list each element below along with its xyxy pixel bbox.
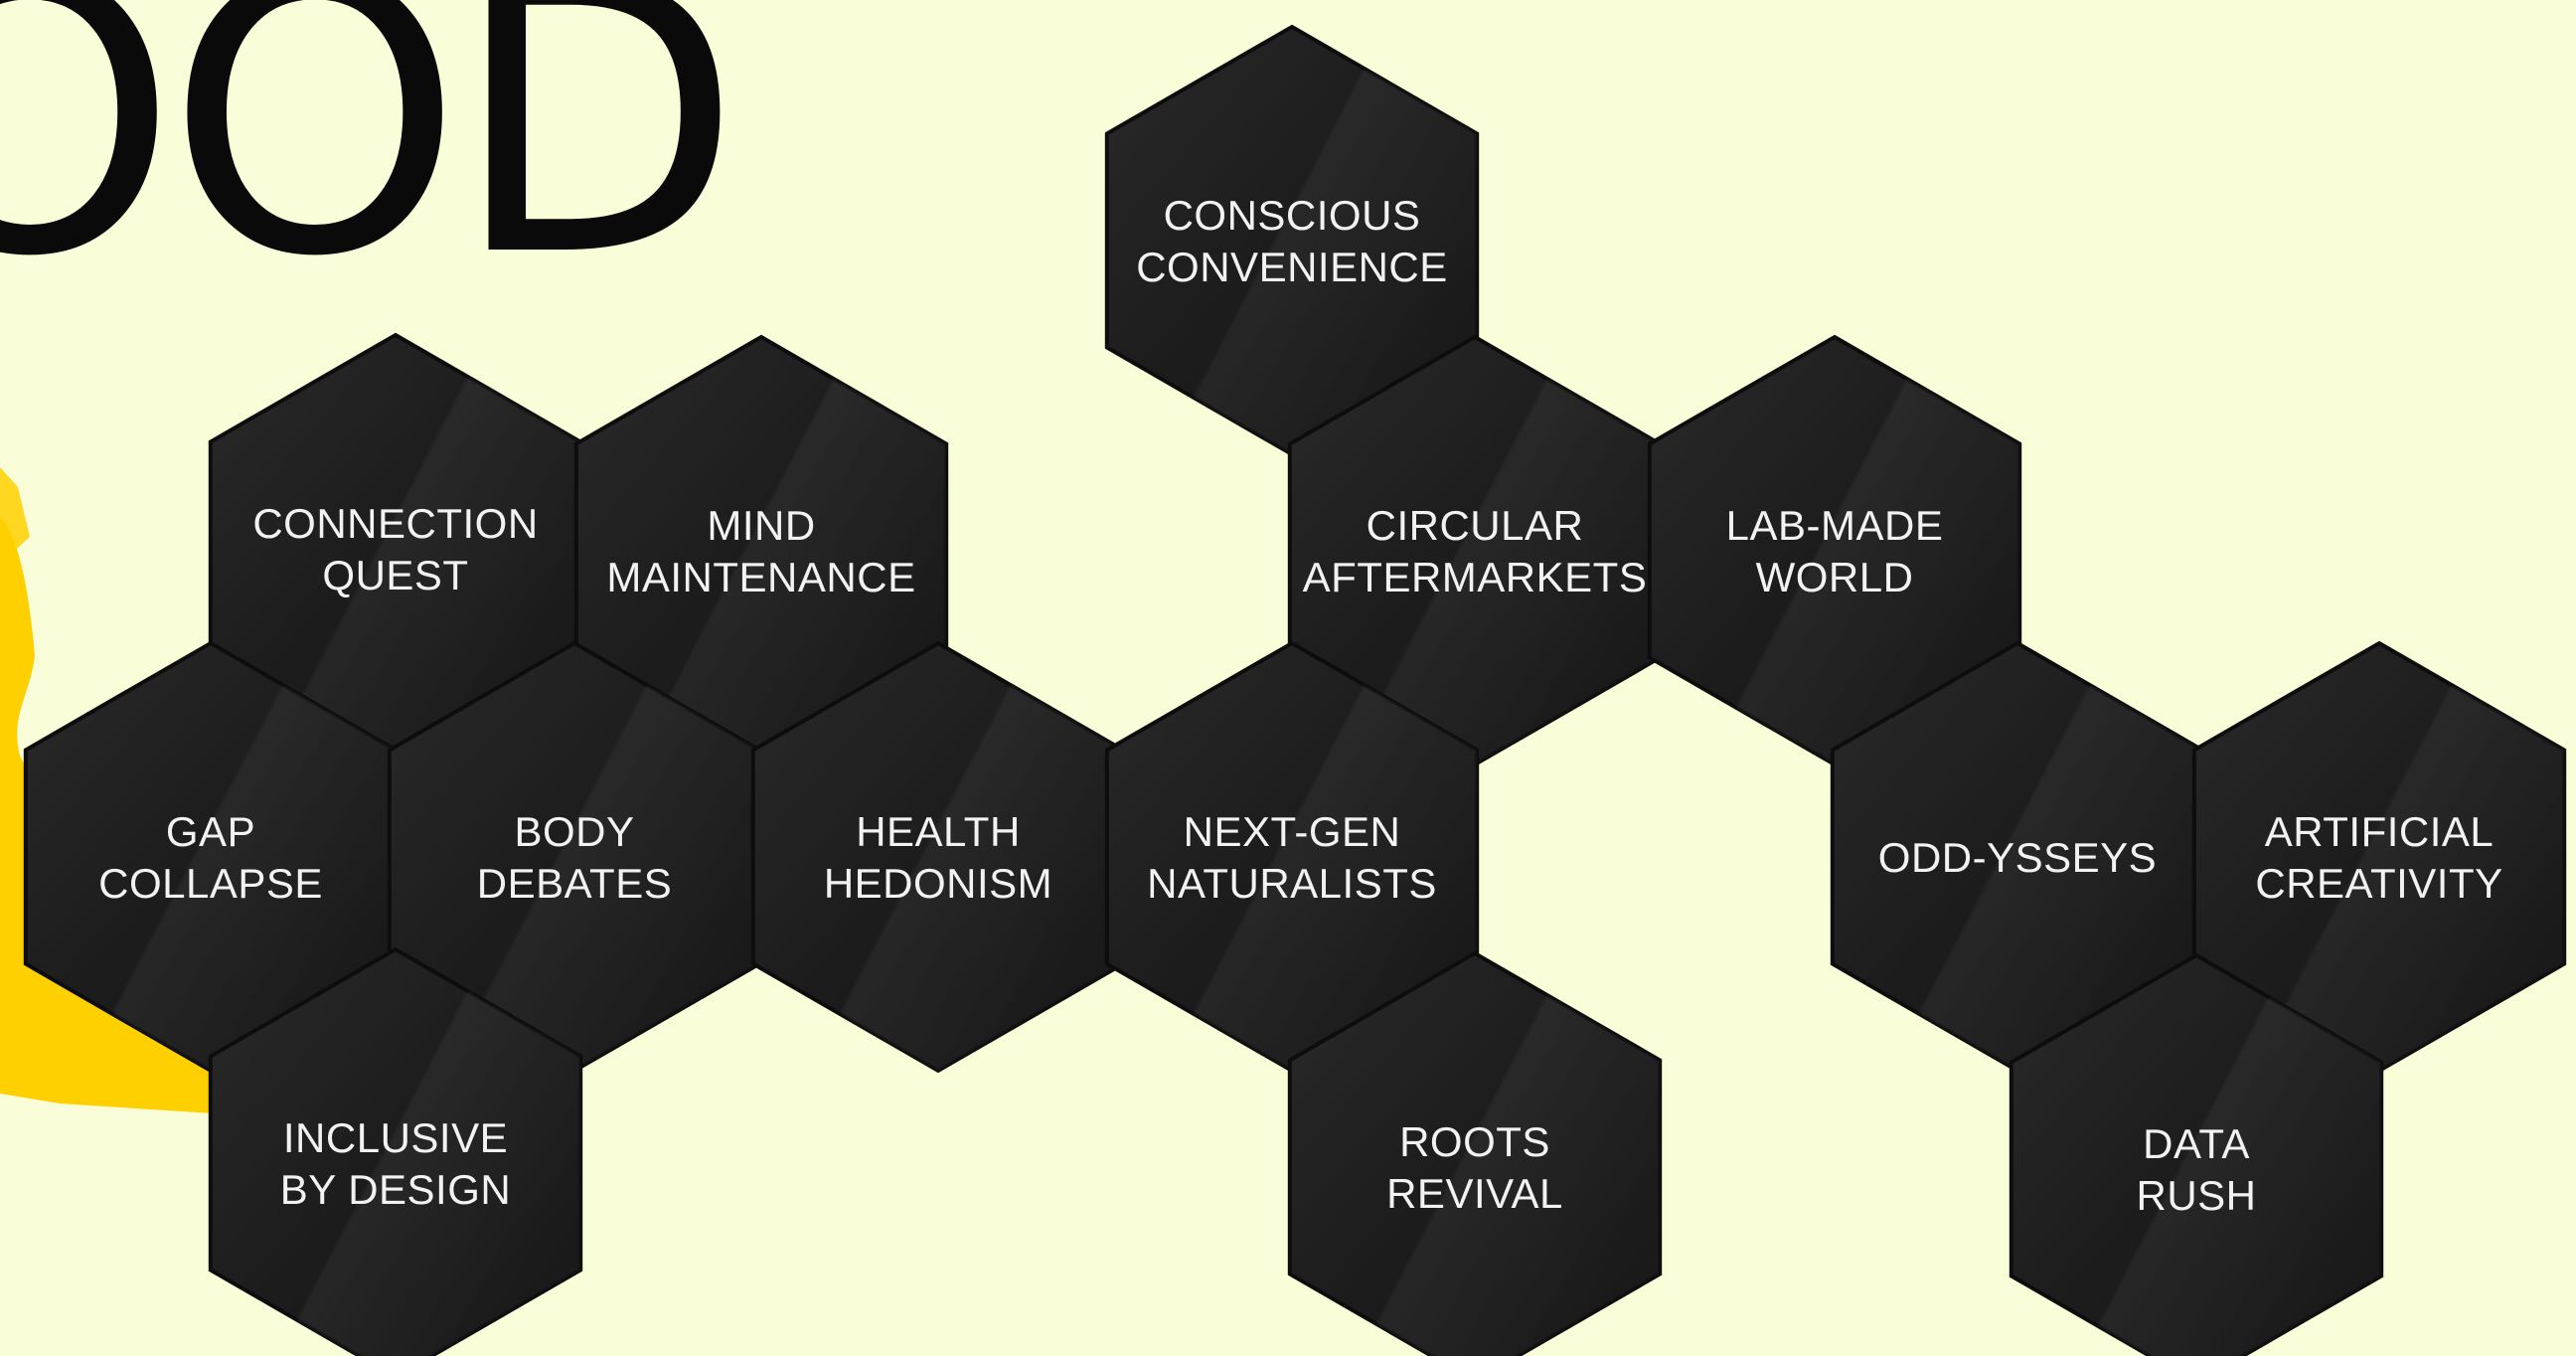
hexagon-sheen: [752, 643, 1124, 1071]
hexagon-gap-collapse: GAP COLLAPSE: [23, 640, 399, 1074]
hexagon-label-line: HEDONISM: [824, 860, 1052, 907]
hexagon-label-line: CIRCULAR: [1367, 502, 1584, 549]
hexagon-label-line: NEXT-GEN: [1184, 808, 1401, 855]
hexagon-label-line: HEALTH: [856, 808, 1021, 855]
hexagon-body-debates: BODY DEBATES: [387, 640, 762, 1074]
hexagon-label-line: DEBATES: [477, 860, 672, 907]
hexagon-label-line: RUSH: [2136, 1172, 2256, 1219]
hexagon-label-line: MAINTENANCE: [606, 554, 915, 600]
hexagon-label-line: NATURALISTS: [1147, 860, 1437, 907]
hexagon-label-line: WORLD: [1756, 554, 1914, 600]
hexagon-label-line: AFTERMARKETS: [1303, 554, 1648, 600]
hexagon-label-line: CONSCIOUS: [1164, 192, 1421, 239]
hexagon-sheen: [2011, 955, 2382, 1356]
hexagon-label-line: INCLUSIVE: [283, 1114, 508, 1161]
hexagon-data-rush: DATA RUSH: [2009, 952, 2384, 1356]
hexagon-sheen: [210, 335, 581, 763]
hexagon-label-line: QUEST: [322, 552, 468, 598]
hexagon-sheen: [1649, 337, 2020, 764]
hexagon-label-line: REVIVAL: [1386, 1170, 1563, 1217]
hexagon-sheen: [2193, 643, 2565, 1071]
hexagon-sheen: [1106, 643, 1478, 1071]
hexagon-sheen: [1289, 953, 1661, 1356]
hexagon-label-line: CONVENIENCE: [1136, 244, 1448, 290]
hexagon-sheen: [210, 949, 581, 1356]
hexagon-label-line: ARTIFICIAL: [2265, 808, 2495, 855]
hexagon-label-line: CONNECTION: [252, 500, 538, 547]
hexagon-label-line: DATA: [2143, 1120, 2250, 1167]
hexagon-label-line: ODD-YSSEYS: [1878, 834, 2157, 881]
hexagon-health-hedonism: HEALTH HEDONISM: [750, 640, 1126, 1074]
hexagon-label-line: MIND: [707, 502, 815, 549]
hexagon-sheen: [575, 337, 947, 764]
hexagon-odd-ysseys: ODD-YSSEYS: [1830, 640, 2205, 1074]
hexagon-label-line: LAB-MADE: [1726, 502, 1944, 549]
hexagon-label-line: COLLAPSE: [98, 860, 323, 907]
hexagon-label-line: ROOTS: [1399, 1118, 1550, 1165]
hexagon-artificial-creativity: ARTIFICIAL CREATIVITY: [2191, 640, 2567, 1074]
hexagon-label-line: GAP: [166, 808, 255, 855]
hexagon-sheen: [1289, 337, 1661, 764]
hexagon-sheen: [25, 643, 397, 1071]
yellow-brush-fleck: [0, 467, 30, 557]
hexagon-sheen: [1106, 27, 1478, 454]
hexagon-next-gen-naturalists: NEXT-GEN NATURALISTS: [1104, 640, 1480, 1074]
hexagon-lab-made-world: LAB-MADE WORLD: [1647, 334, 2022, 767]
hexagon-label-line: BY DESIGN: [280, 1166, 511, 1213]
hexagon-label-line: CREATIVITY: [2255, 860, 2502, 907]
hexagon-inclusive-by-design: INCLUSIVE BY DESIGN: [208, 946, 583, 1356]
hexagon-circular-aftermarkets: CIRCULAR AFTERMARKETS: [1287, 334, 1663, 767]
hexagon-sheen: [389, 643, 760, 1071]
hexagon-mind-maintenance: MIND MAINTENANCE: [573, 334, 949, 767]
hexagon-connection-quest: CONNECTION QUEST: [208, 332, 583, 765]
hexagon-sheen: [1832, 643, 2203, 1071]
headline-text: OOD: [0, 0, 742, 339]
hexagon-roots-revival: ROOTS REVIVAL: [1287, 950, 1663, 1356]
hexagon-conscious-convenience: CONSCIOUS CONVENIENCE: [1104, 24, 1480, 457]
hexagon-label-line: BODY: [514, 808, 634, 855]
